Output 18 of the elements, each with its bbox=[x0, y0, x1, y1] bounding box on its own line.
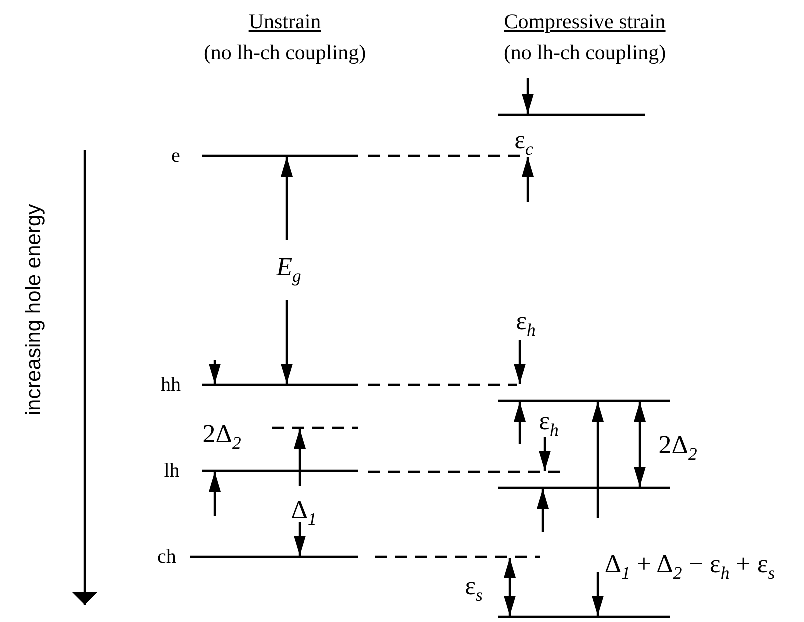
level-label: e bbox=[172, 145, 180, 167]
column-subheading: (no lh-ch coupling) bbox=[204, 41, 366, 65]
symbol-label: 2Δ$_{2}$ bbox=[658, 432, 698, 464]
symbol-label: ε$_{h}$ bbox=[539, 408, 559, 440]
symbol-label: ε$_{c}$ bbox=[514, 126, 534, 160]
level-label: lh bbox=[164, 460, 180, 482]
column-heading: Compressive strain bbox=[504, 10, 666, 34]
symbol-label: ε$_{h}$ bbox=[516, 308, 536, 340]
level-label: hh bbox=[161, 374, 181, 396]
symbol-label: Δ$_{1}$ bbox=[291, 496, 317, 530]
formula-label: Δ$_{1}$ + Δ$_{2}$ − ε$_{h}$ + ε$_{s}$ bbox=[604, 550, 776, 584]
axis-label: increasing hole energy bbox=[22, 204, 46, 416]
symbol-label: E$_{g}$ bbox=[276, 254, 302, 286]
symbol-label: ε$_{s}$ bbox=[465, 572, 483, 606]
column-subheading: (no lh-ch coupling) bbox=[504, 41, 666, 65]
symbol-label: 2Δ$_{2}$ bbox=[202, 420, 242, 454]
column-heading: Unstrain bbox=[248, 10, 322, 34]
level-label: ch bbox=[158, 546, 176, 568]
